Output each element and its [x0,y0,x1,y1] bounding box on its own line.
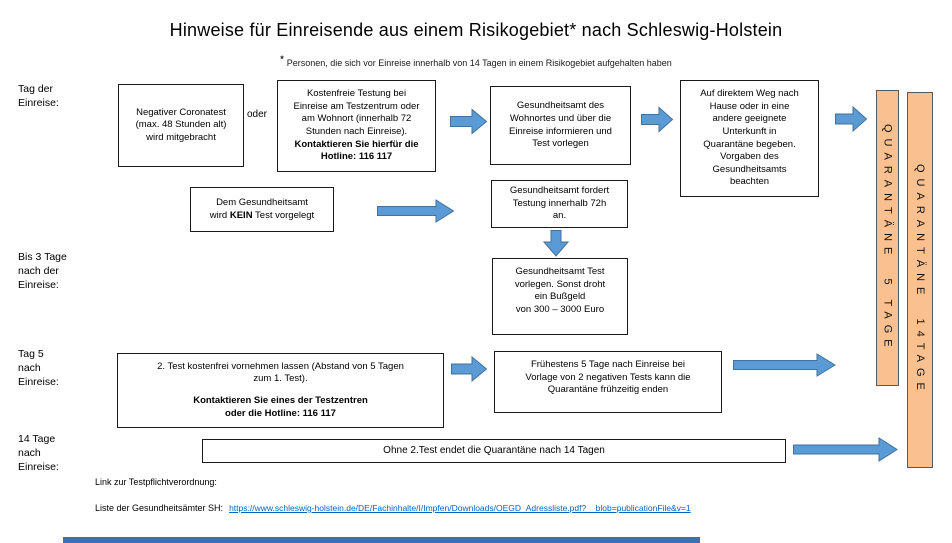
box-free-testing-hotline: Kontaktieren Sie hierfür die Hotline: 11… [294,138,419,163]
arrow-right-icon [835,106,868,132]
box-second-test-text: 2. Test kostenfrei vornehmen lassen (Abs… [157,360,404,385]
testpflicht-label: Link zur Testpflichtverordnung: [95,477,217,487]
box-no-test-presented: Dem Gesundheitsamt wird KEIN Test vorgel… [190,187,334,232]
or-label: oder [247,109,268,120]
box-fine-warning-text: Gesundheitsamt Test vorlegen. Sonst droh… [514,266,606,315]
quarantine-14-days-text: QUARANTÄNE 14TAGE [914,164,926,396]
box-second-test: 2. Test kostenfrei vornehmen lassen (Abs… [117,353,444,428]
box-health-office-inform: Gesundheitsamt des Wohnortes und über di… [490,86,631,165]
box-early-end-text: Frühestens 5 Tage nach Einreise bei Vorl… [525,359,691,396]
box-no-test-line2-pre: wird [209,209,230,221]
row-label-day-14: 14 Tage nach Einreise: [18,433,59,473]
gesundheitsaemter-label: Liste der Gesundheitsämter SH: [95,503,224,513]
arrow-right-icon [450,108,488,135]
row-label-up-to-3-days: Bis 3 Tage nach der Einreise: [18,251,67,291]
box-second-test-contact: Kontaktieren Sie eines der Testzentren o… [193,395,368,419]
page-title: Hinweise für Einreisende aus einem Risik… [169,20,783,40]
box-office-demands-test: Gesundheitsamt fordert Testung innerhalb… [491,180,628,228]
box-fine-warning: Gesundheitsamt Test vorlegen. Sonst droh… [492,258,628,335]
arrow-right-icon [793,437,898,462]
footnote-text: Personen, die sich vor Einreise innerhal… [286,58,672,68]
arrow-right-icon [451,356,488,382]
box-no-test-line1: Dem Gesundheitsamt [216,196,308,208]
box-no-test-kein: KEIN [229,209,253,221]
box-no-second-test: Ohne 2.Test endet die Quarantäne nach 14… [202,439,786,463]
arrow-right-icon [733,353,836,377]
quarantine-5-days-bar: QUARANTÄNE 5 TAGE [876,90,899,386]
box-no-test-line2: wird KEIN Test vorgelegt [210,210,314,223]
box-early-end: Frühestens 5 Tage nach Einreise bei Vorl… [494,351,722,413]
row-label-day-of-entry: Tag der Einreise: [18,83,59,109]
quarantine-5-days-text: QUARANTÄNE 5 TAGE [881,123,894,353]
box-negative-test: Negativer Coronatest (max. 48 Stunden al… [118,84,244,167]
arrow-right-icon [641,106,674,133]
box-free-testing: Kostenfreie Testung bei Einreise am Test… [277,80,436,172]
bottom-blue-strip [63,537,700,543]
box-direct-way-home-text: Auf direktem Weg nach Hause oder in eine… [700,88,799,188]
footnote-asterisk: * [280,54,284,64]
box-negative-test-text: Negativer Coronatest (max. 48 Stunden al… [135,106,227,143]
row-label-day-5: Tag 5 nach Einreise: [18,348,59,388]
arrow-down-icon [543,230,569,257]
box-direct-way-home: Auf direktem Weg nach Hause oder in eine… [680,80,819,197]
gesundheitsaemter-link[interactable]: https://www.schleswig-holstein.de/DE/Fac… [229,503,691,513]
box-free-testing-text: Kostenfreie Testung bei Einreise am Test… [293,88,420,137]
box-office-demands-test-text: Gesundheitsamt fordert Testung innerhalb… [509,185,610,222]
box-no-second-test-text: Ohne 2.Test endet die Quarantäne nach 14… [383,445,605,457]
box-no-test-line2-post: Test vorgelegt [252,209,315,221]
page-subtitle: *Personen, die sich vor Einreise innerha… [0,54,952,68]
gesundheitsaemter-line: Liste der Gesundheitsämter SH: https://w… [95,503,691,513]
quarantine-14-days-bar: QUARANTÄNE 14TAGE [907,92,933,468]
box-health-office-inform-text: Gesundheitsamt des Wohnortes und über di… [509,100,612,150]
arrow-right-icon [377,199,455,223]
